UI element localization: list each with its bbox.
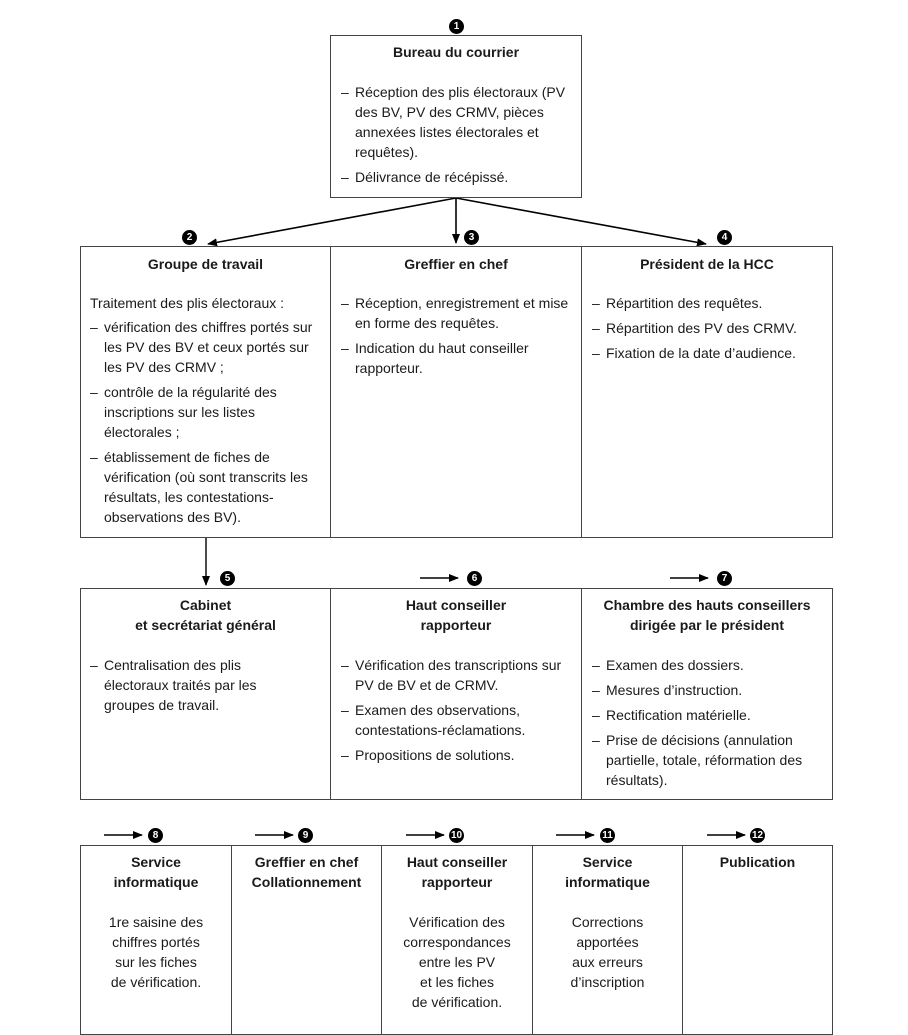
- arrow-1-to-4: [455, 197, 707, 247]
- box-groupe-de-travail: Groupe de travail Traitement des plis él…: [80, 246, 331, 538]
- step-number-9: 9: [298, 828, 313, 843]
- step-number-8: 8: [148, 828, 163, 843]
- step-number-5: 5: [220, 571, 235, 586]
- box-title: Président de la HCC: [640, 256, 774, 272]
- step-number-6: 6: [467, 571, 482, 586]
- box-intro: Traitement des plis électoraux :: [90, 295, 285, 311]
- box-service-informatique-2: Service informatique Corrections apporté…: [532, 845, 683, 1035]
- box-title: Greffier en chef: [404, 256, 508, 272]
- box-greffier-collationnement: Greffier en chef Collationnement: [231, 845, 382, 1035]
- step-number-4: 4: [717, 230, 732, 245]
- box-body: Réception des plis électoraux (PV des BV…: [341, 82, 573, 192]
- title-line: Service: [582, 854, 633, 870]
- list-item: vérification des chiffres portés sur les…: [90, 317, 324, 377]
- box-service-informatique-1: Service informatique 1re saisine des chi…: [80, 845, 232, 1035]
- title-line: Collationnement: [251, 874, 362, 890]
- title-line: Cabinet: [179, 597, 232, 613]
- text-line: de vérification.: [411, 994, 503, 1010]
- text-line: correspondances: [403, 934, 511, 950]
- box-title: Bureau du courrier: [392, 44, 520, 60]
- box-body: Réception, enregistrement et mise en for…: [341, 293, 573, 383]
- box-body: Corrections apportées aux erreurs d’insc…: [533, 912, 682, 992]
- list-item: Vérification des transcriptions sur PV d…: [341, 655, 575, 695]
- step-number-7: 7: [717, 571, 732, 586]
- text-line: 1re saisine des: [108, 914, 204, 930]
- box-body: Examen des dossiers. Mesures d’instructi…: [592, 655, 826, 795]
- step-number-11: 11: [600, 828, 615, 843]
- title-line: et secrétariat général: [135, 617, 276, 633]
- box-publication: Publication: [682, 845, 833, 1035]
- box-cabinet-secretariat: Cabinet et secrétariat général Centralis…: [80, 588, 331, 800]
- box-title: Chambre des hauts conseillers dirigée pa…: [582, 595, 832, 635]
- text-line: apportées: [576, 934, 639, 950]
- box-body: Vérification des correspondances entre l…: [382, 912, 532, 1012]
- box-haut-conseiller-rapporteur-2: Haut conseiller rapporteur Vérification …: [381, 845, 533, 1035]
- list-item: Examen des dossiers.: [592, 655, 826, 675]
- box-title: Service informatique: [533, 852, 682, 892]
- box-body: Répartition des requêtes. Répartition de…: [592, 293, 826, 368]
- list-item: Mesures d’instruction.: [592, 680, 826, 700]
- box-chambre-hauts-conseillers: Chambre des hauts conseillers dirigée pa…: [581, 588, 833, 800]
- list-item: Répartition des PV des CRMV.: [592, 318, 826, 338]
- title-line: Service: [131, 854, 181, 870]
- text-line: chiffres portés: [112, 934, 200, 950]
- box-title: Cabinet et secrétariat général: [81, 595, 330, 635]
- list-item: Examen des observations, contestations-r…: [341, 700, 575, 740]
- list-item: Fixation de la date d’audience.: [592, 343, 826, 363]
- title-line: informatique: [113, 874, 199, 890]
- list-item: établissement de fiches de vérification …: [90, 447, 324, 527]
- text-line: d’inscription: [570, 974, 645, 990]
- box-body: 1re saisine des chiffres portés sur les …: [81, 912, 231, 992]
- text-line: de vérification.: [110, 974, 202, 990]
- box-haut-conseiller-rapporteur: Haut conseiller rapporteur Vérification …: [330, 588, 582, 800]
- list-item: Réception des plis électoraux (PV des BV…: [341, 82, 573, 162]
- list-item: Centralisation des plis électoraux trait…: [90, 655, 290, 715]
- box-title: Greffier en chef Collationnement: [232, 852, 381, 892]
- title-line: Publication: [719, 854, 796, 870]
- text-line: Vérification des: [409, 914, 505, 930]
- text-line: aux erreurs: [572, 954, 643, 970]
- box-title: Service informatique: [81, 852, 231, 892]
- list-item: Indication du haut conseiller rapporteur…: [341, 338, 573, 378]
- text-line: et les fiches: [420, 974, 494, 990]
- box-president-hcc: Président de la HCC Répartition des requ…: [581, 246, 833, 538]
- list-item: Prise de décisions (annulation partielle…: [592, 730, 826, 790]
- text-line: entre les PV: [418, 954, 496, 970]
- arrow-1-to-2: [207, 197, 457, 247]
- title-line: dirigée par le président: [629, 617, 785, 633]
- list-item: Délivrance de récépissé.: [341, 167, 573, 187]
- box-title: Haut conseiller rapporteur: [382, 852, 532, 892]
- title-line: Chambre des hauts conseillers: [603, 597, 811, 613]
- title-line: Haut conseiller: [406, 854, 508, 870]
- title-line: rapporteur: [420, 617, 492, 633]
- box-body: Vérification des transcriptions sur PV d…: [341, 655, 575, 770]
- text-line: Corrections: [571, 914, 644, 930]
- title-line: rapporteur: [421, 874, 493, 890]
- text-line: sur les fiches: [115, 954, 197, 970]
- step-number-1: 1: [449, 19, 464, 34]
- box-body: Traitement des plis électoraux : vérific…: [90, 293, 324, 532]
- box-bureau-du-courrier: Bureau du courrier Réception des plis él…: [330, 35, 582, 198]
- step-number-12: 12: [750, 828, 765, 843]
- step-number-2: 2: [182, 230, 197, 245]
- title-line: informatique: [565, 874, 650, 890]
- title-line: Haut conseiller: [405, 597, 507, 613]
- title-line: Greffier en chef: [254, 854, 359, 870]
- box-body: Centralisation des plis électoraux trait…: [90, 655, 290, 720]
- list-item: Rectification matérielle.: [592, 705, 826, 725]
- list-item: contrôle de la régularité des inscriptio…: [90, 382, 324, 442]
- box-greffier-en-chef: Greffier en chef Réception, enregistreme…: [330, 246, 582, 538]
- box-title: Publication: [683, 852, 832, 872]
- list-item: Propositions de solutions.: [341, 745, 575, 765]
- box-title: Haut conseiller rapporteur: [331, 595, 581, 635]
- step-number-10: 10: [449, 828, 464, 843]
- list-item: Répartition des requêtes.: [592, 293, 826, 313]
- list-item: Réception, enregistrement et mise en for…: [341, 293, 573, 333]
- step-number-3: 3: [464, 230, 479, 245]
- box-title: Groupe de travail: [147, 256, 264, 272]
